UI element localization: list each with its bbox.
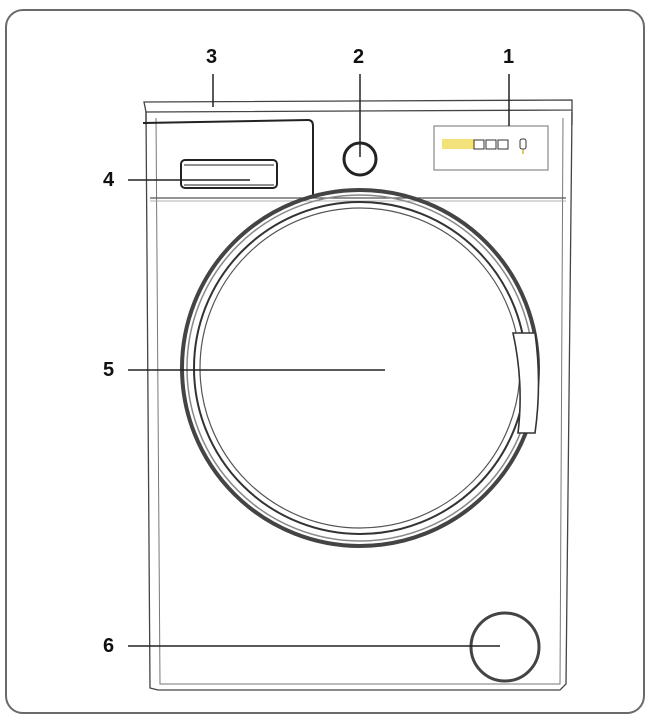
machine-body <box>143 99 573 691</box>
diagram-frame <box>5 9 645 714</box>
callout-5: 5 <box>103 359 115 381</box>
detergent-drawer <box>142 118 314 198</box>
callout-3: 3 <box>206 46 218 68</box>
callout-4: 4 <box>103 169 115 191</box>
pump-filter-cover <box>469 611 541 683</box>
door-handle <box>512 332 540 434</box>
callout-6: 6 <box>103 635 115 657</box>
control-panel-display <box>433 125 549 171</box>
callout-2: 2 <box>353 46 365 68</box>
callout-1: 1 <box>503 46 515 68</box>
leader-lines <box>128 74 510 647</box>
door <box>180 188 540 548</box>
